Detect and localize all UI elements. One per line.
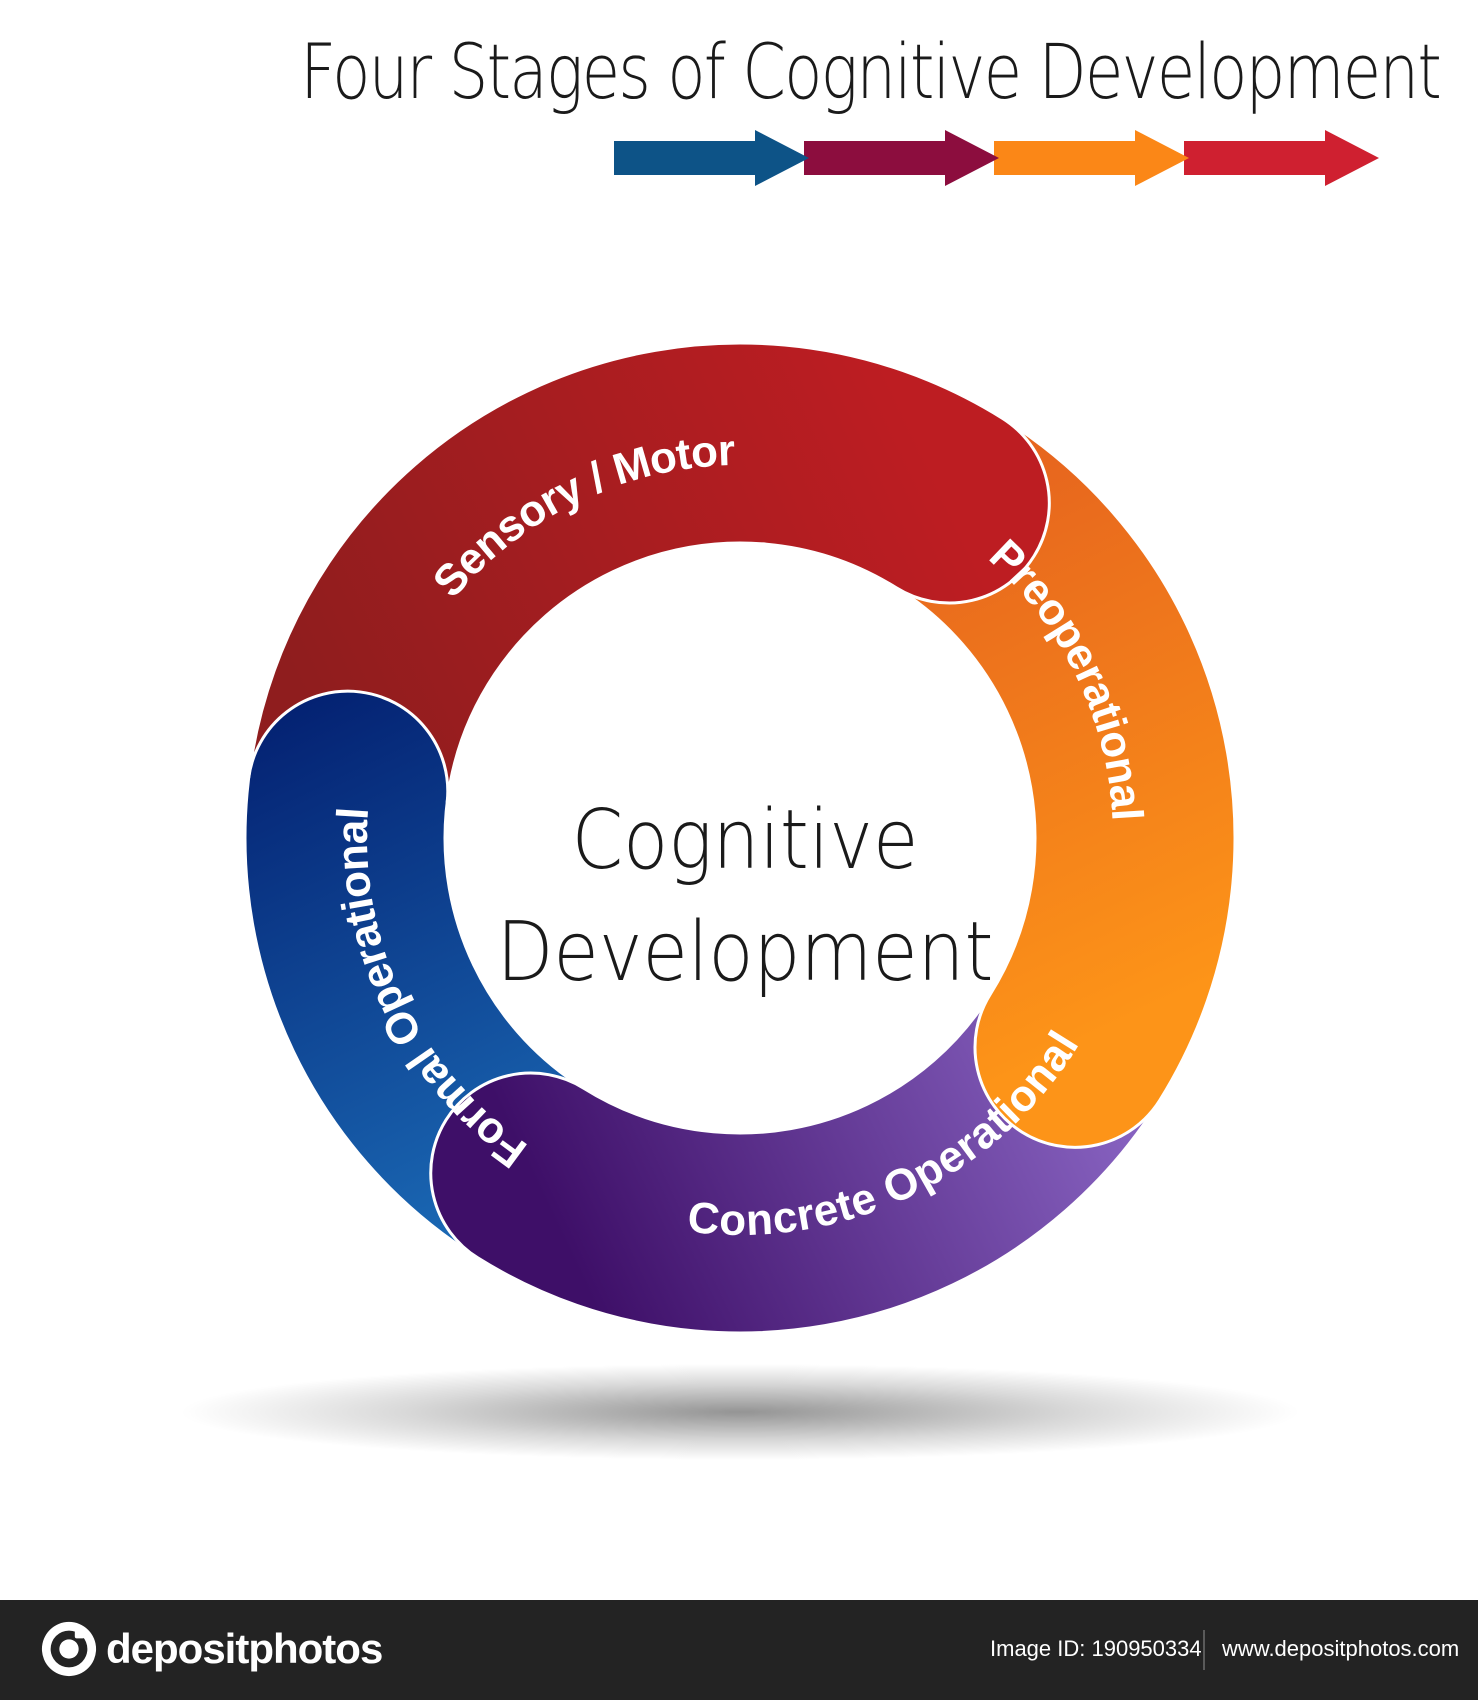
page-title: Four Stages of Cognitive Development bbox=[300, 27, 1442, 116]
title-arrow-2 bbox=[804, 130, 999, 186]
site-url[interactable]: www.depositphotos.com bbox=[1222, 1636, 1460, 1661]
title-arrow-1 bbox=[614, 130, 809, 186]
title-arrow-4 bbox=[1184, 130, 1379, 186]
diagram-shadow bbox=[180, 1364, 1300, 1460]
center-label-line-1: Cognitive bbox=[572, 793, 919, 888]
title-arrow-3 bbox=[994, 130, 1189, 186]
stage-segment-1 bbox=[247, 341, 1051, 804]
footer-bar: depositphotos Image ID: 190950334 www.de… bbox=[0, 1600, 1478, 1700]
center-label-line-2: Development bbox=[497, 905, 994, 1000]
footer-divider bbox=[1203, 1630, 1205, 1670]
brand-logo[interactable]: depositphotos bbox=[40, 1620, 383, 1678]
brand-name: depositphotos bbox=[106, 1625, 383, 1672]
image-id: Image ID: 190950334 bbox=[990, 1636, 1202, 1661]
camera-icon bbox=[41, 1621, 97, 1677]
progress-arrows bbox=[614, 130, 1379, 186]
